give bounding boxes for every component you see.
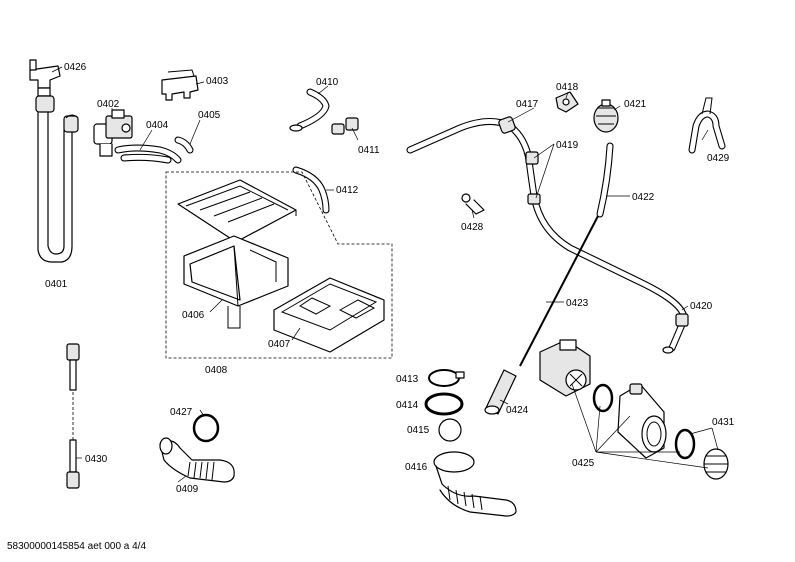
part-0406-drawer [183, 235, 289, 329]
part-0408-drawer-group-outline [165, 171, 393, 359]
label-0410: 0410 [316, 77, 339, 88]
part-0418-clip [555, 91, 579, 113]
part-0421-pressure-switch [593, 99, 619, 133]
part-0428-clip [461, 193, 485, 215]
part-0431-seal [674, 428, 696, 460]
label-0409: 0409 [176, 484, 199, 495]
label-0408: 0408 [205, 365, 228, 376]
label-0425: 0425 [572, 458, 595, 469]
part-0423-tube [519, 215, 599, 367]
part-0425-seal [592, 383, 614, 413]
part-0429-connector [688, 97, 726, 154]
label-0420: 0420 [690, 301, 713, 312]
part-0425-pump-housing [617, 383, 667, 459]
label-0427: 0427 [170, 407, 193, 418]
part-0416-sump-hose [433, 451, 517, 517]
label-0416: 0416 [405, 462, 428, 473]
leader-lines [51, 66, 719, 483]
label-0418: 0418 [556, 82, 579, 93]
label-0431: 0431 [712, 417, 735, 428]
label-0403: 0403 [206, 76, 229, 87]
label-0407: 0407 [268, 339, 291, 350]
label-0404: 0404 [146, 120, 169, 131]
label-0401: 0401 [45, 279, 68, 290]
label-0429: 0429 [707, 153, 730, 164]
label-0421: 0421 [624, 99, 647, 110]
label-0423: 0423 [566, 298, 589, 309]
label-0428: 0428 [461, 222, 484, 233]
label-0430: 0430 [85, 454, 108, 465]
part-labels: 0426 0402 0403 0404 0405 0410 0411 0412 … [45, 62, 735, 495]
label-0402: 0402 [97, 99, 120, 110]
part-0431-filter [703, 448, 729, 480]
label-0411: 0411 [358, 145, 380, 156]
part-0413-clamp [428, 369, 465, 387]
part-0412-hose [292, 166, 330, 214]
label-0405: 0405 [198, 110, 221, 121]
label-0419: 0419 [556, 140, 579, 151]
part-0426-tap [29, 59, 61, 97]
part-0414-seal [424, 392, 464, 416]
part-0404-hose [114, 144, 182, 164]
part-0415-ball [438, 418, 462, 442]
label-0426: 0426 [64, 62, 87, 73]
part-0407-drawer-insert [273, 277, 385, 353]
part-0401-inlet-hose [35, 95, 79, 263]
part-0405-hose [174, 136, 194, 154]
part-0420-hose [406, 116, 689, 354]
part-0409-bellows-hose [159, 437, 235, 483]
label-0417: 0417 [516, 99, 539, 110]
label-0424: 0424 [506, 405, 529, 416]
label-0415: 0415 [407, 425, 430, 436]
part-0403-bracket [161, 69, 199, 101]
part-0410-hose [289, 88, 330, 132]
part-0422-tube [596, 142, 614, 218]
label-0406: 0406 [182, 310, 205, 321]
part-0427-seal [192, 413, 220, 443]
label-0413: 0413 [396, 374, 419, 385]
label-0422: 0422 [632, 192, 655, 203]
part-0424-chamber [484, 369, 517, 415]
label-0414: 0414 [396, 400, 419, 411]
part-0430-shock-bolt [66, 343, 80, 489]
part-0425-pump [539, 339, 591, 397]
part-0411-clip [331, 117, 359, 135]
label-0412: 0412 [336, 185, 359, 196]
document-reference-footer: 58300000145854 aet 000 a 4/4 [7, 541, 147, 552]
part-0402-valve [93, 109, 133, 157]
